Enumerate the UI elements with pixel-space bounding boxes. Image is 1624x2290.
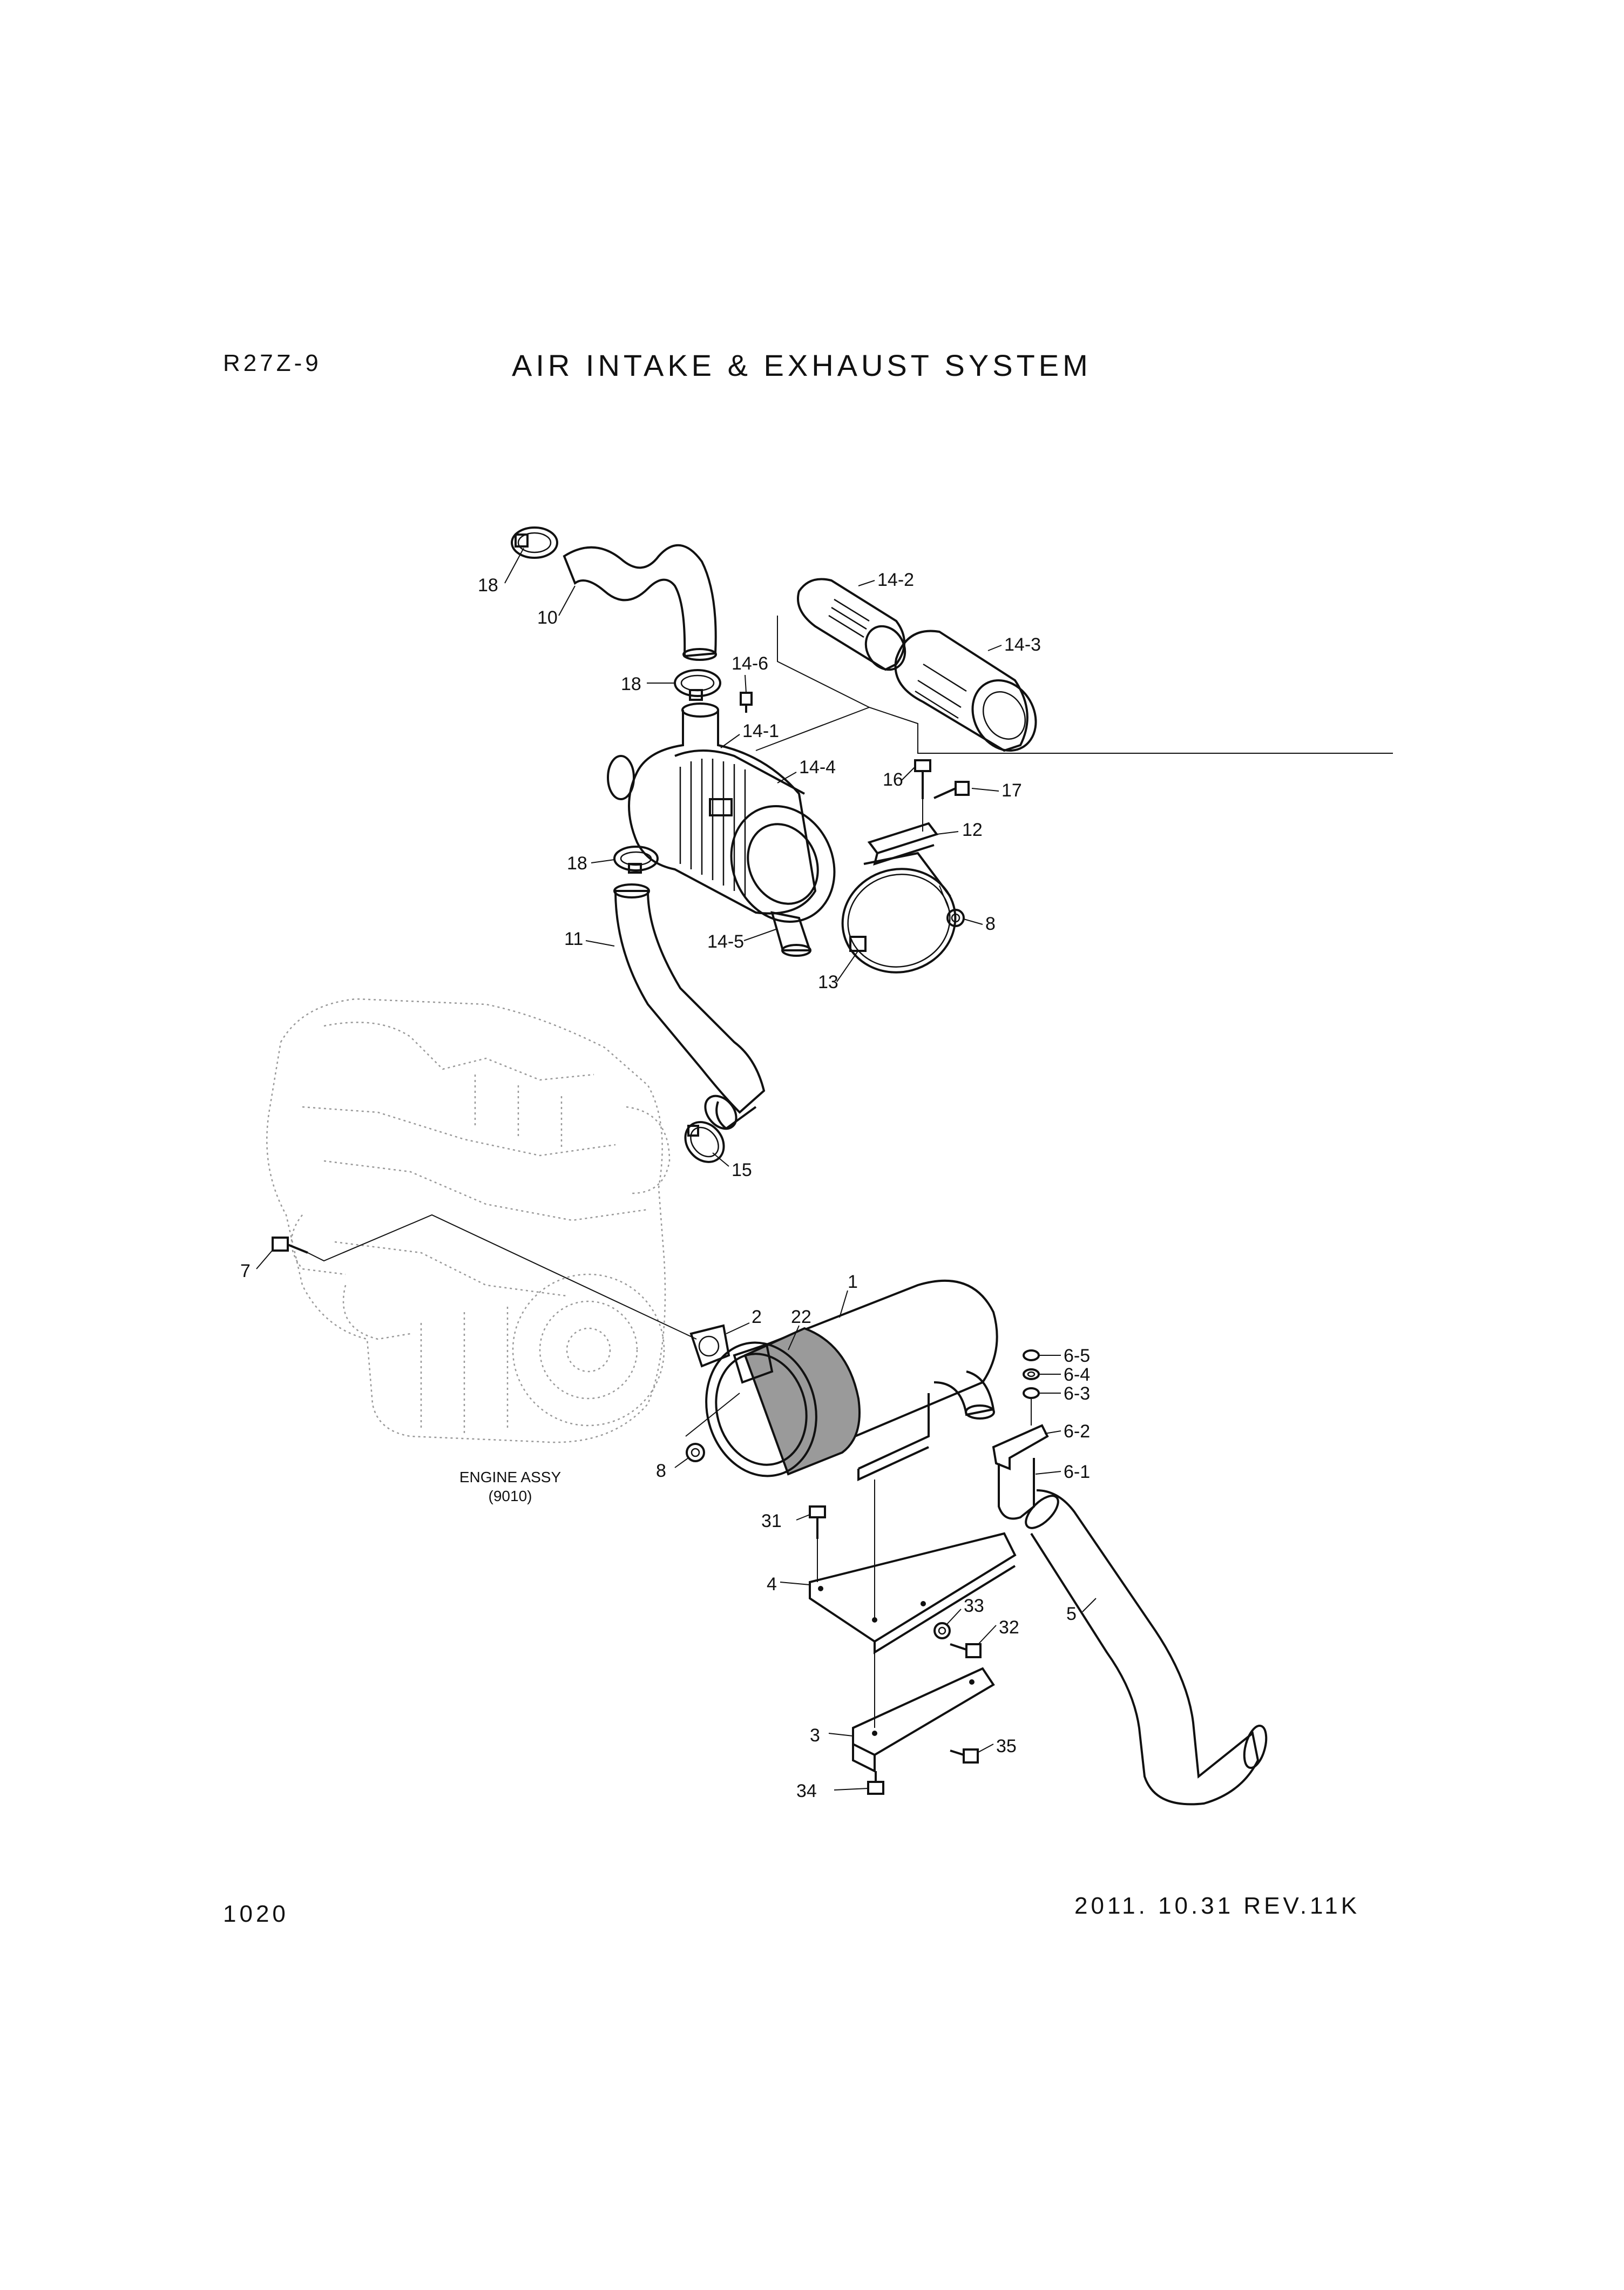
callout-18-top: 18: [478, 575, 498, 596]
hose-11: [613, 883, 766, 1130]
callout-6-4: 6-4: [1064, 1364, 1090, 1385]
callout-13: 13: [818, 972, 838, 992]
callout-33: 33: [964, 1596, 984, 1616]
callout-1: 1: [848, 1272, 858, 1292]
callout-14-6: 14-6: [732, 653, 768, 674]
outer-filter-element-14-3: [894, 630, 1037, 752]
callout-6-1: 6-1: [1064, 1462, 1090, 1482]
callout-34: 34: [796, 1781, 817, 1801]
callout-8-upper: 8: [985, 914, 996, 934]
callout-14-2: 14-2: [877, 570, 914, 590]
tail-pipe-5: [1025, 1489, 1268, 1806]
callout-32: 32: [999, 1617, 1019, 1638]
page-title: AIR INTAKE & EXHAUST SYSTEM: [512, 348, 1092, 382]
washer-6-3: [1023, 1387, 1040, 1399]
bracket-3: [852, 1667, 995, 1773]
muffler-1: [705, 1279, 998, 1482]
callout-2: 2: [752, 1307, 762, 1327]
callout-10: 10: [537, 607, 558, 628]
clamp-plate-6-2: [992, 1424, 1049, 1470]
callout-leaders: [256, 548, 1097, 1791]
nut-6-5: [1023, 1349, 1040, 1361]
nut-8-upper: [939, 885, 965, 927]
callout-14-1: 14-1: [742, 721, 779, 741]
bolt-7: [272, 1214, 697, 1340]
callout-17: 17: [1002, 780, 1022, 801]
hose-10: [563, 544, 717, 661]
callout-6-2: 6-2: [1064, 1421, 1090, 1442]
callout-labels: 18 10 18 14-6 14-2 14-3 14-1 14-4 16 17 …: [240, 570, 1090, 1801]
callout-8-lower: 8: [656, 1461, 666, 1481]
bracket-12: [867, 822, 939, 866]
callout-18-lower: 18: [567, 853, 587, 874]
callout-22: 22: [791, 1307, 811, 1327]
engine-assembly-ghost: [266, 998, 671, 1443]
callout-31: 31: [761, 1511, 782, 1531]
bolt-16: [914, 759, 931, 832]
bracket-4: [809, 1532, 1017, 1654]
callout-18-middle: 18: [621, 674, 641, 694]
page-number: 1020: [223, 1901, 289, 1927]
bolt-32: [950, 1643, 982, 1658]
callout-35: 35: [996, 1736, 1017, 1757]
bolt-31: [809, 1505, 826, 1582]
revision-date: 2011. 10.31 REV.11K: [1074, 1893, 1361, 1919]
callout-7: 7: [240, 1261, 251, 1281]
callout-6-5: 6-5: [1064, 1346, 1090, 1366]
callout-4: 4: [767, 1574, 777, 1595]
callout-12: 12: [962, 820, 983, 840]
plug-14-6: [740, 692, 753, 713]
inner-filter-element-14-2: [797, 578, 906, 671]
callout-3: 3: [810, 1725, 820, 1746]
engine-assy-label-line2: (9010): [489, 1488, 532, 1504]
nut-8-lower: [685, 1393, 740, 1462]
callout-5: 5: [1066, 1604, 1077, 1624]
bolt-35: [950, 1748, 979, 1764]
gasket-2: [689, 1324, 730, 1368]
engine-assy-label: ENGINE ASSY (9010): [459, 1469, 561, 1504]
callout-14-4: 14-4: [799, 757, 836, 778]
engine-assy-label-line1: ENGINE ASSY: [459, 1469, 561, 1485]
callout-16: 16: [883, 769, 903, 790]
callout-6-3: 6-3: [1064, 1383, 1090, 1404]
hose-clamp-18-top: [511, 526, 558, 559]
model-code: R27Z-9: [223, 350, 322, 376]
callout-14-3: 14-3: [1004, 634, 1041, 655]
air-cleaner-assembly-14-1: [607, 702, 836, 957]
bolt-34: [867, 1771, 884, 1795]
bolt-17: [933, 781, 970, 799]
u-bolt-6-1: [998, 1458, 1035, 1520]
callout-11: 11: [564, 929, 583, 949]
washer-33: [933, 1622, 951, 1639]
hose-clamp-18-lower: [613, 846, 659, 874]
washer-6-4: [1023, 1368, 1040, 1380]
callout-14-5: 14-5: [707, 931, 744, 952]
hose-clamp-18-middle: [674, 669, 721, 701]
callout-15: 15: [732, 1160, 752, 1180]
